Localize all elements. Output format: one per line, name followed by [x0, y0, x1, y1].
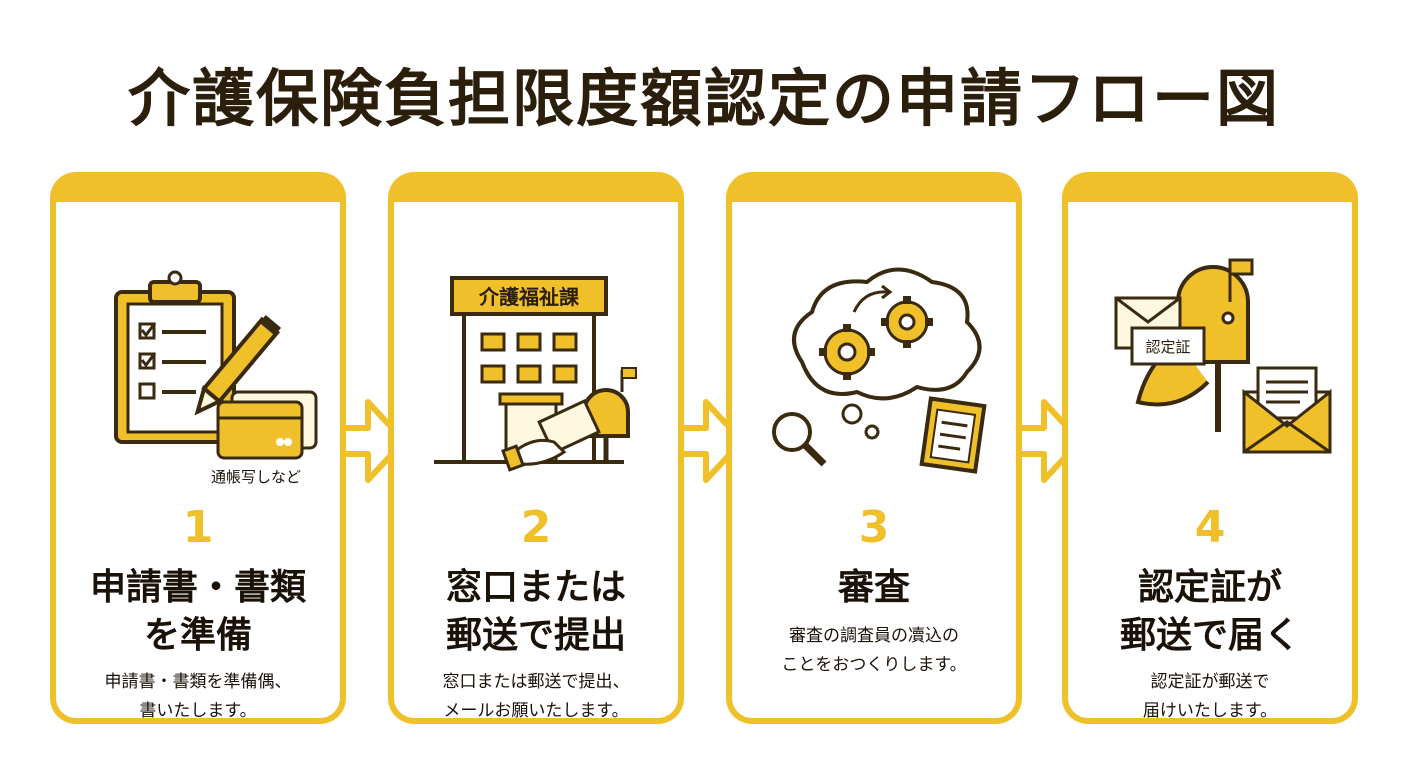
step-number: 3 — [858, 502, 890, 553]
mailbox-icon: 認定証 — [1068, 242, 1352, 492]
step-card-2: 介護福祉課 2 窓口または 郵送で提出 窓口または郵送で提出、 メールお願いた — [388, 172, 684, 724]
step-card-3: 3 審査 審査の調査員の凟込の ことをおつくりします。 — [726, 172, 1022, 724]
step-title: 審査 — [837, 567, 910, 608]
step-title: 認定証が 郵送で届く — [1119, 567, 1300, 656]
page-title: 介護保険負担限度額認定の申請フロー図 — [127, 62, 1280, 135]
step-card-4: 認定証 4 認定証が 郵送で届く 認定証が郵送で 届けいたします。 — [1062, 172, 1358, 724]
step-description: 審査の調査員の凟込の ことをおつくりします。 — [781, 626, 967, 675]
certificate-label: 認定証 — [1145, 338, 1190, 356]
step-card-1: 通帳写しなど 1 申請書・書類 を準備 申請書・書類を準備偶、 書いたします。 — [50, 172, 346, 724]
step-title: 申請書・書類 を準備 — [89, 567, 306, 656]
office-building-icon: 介護福祉課 — [394, 242, 678, 492]
step-number: 4 — [1194, 502, 1226, 553]
step-title: 窓口または 郵送で提出 — [445, 567, 626, 656]
step-number: 1 — [182, 502, 214, 553]
step-number: 2 — [520, 502, 552, 553]
step-description: 申請書・書類を準備偶、 書いたします。 — [104, 672, 292, 721]
building-sign: 介護福祉課 — [478, 285, 580, 309]
step-description: 窓口または郵送で提出、 メールお願いたします。 — [442, 672, 630, 721]
clipboard-checklist-icon: 通帳写しなど — [56, 242, 340, 492]
step-description: 認定証が郵送で 届けいたします。 — [1142, 672, 1278, 721]
icon-caption: 通帳写しなど — [211, 468, 301, 486]
thought-gears-icon — [732, 242, 1016, 492]
